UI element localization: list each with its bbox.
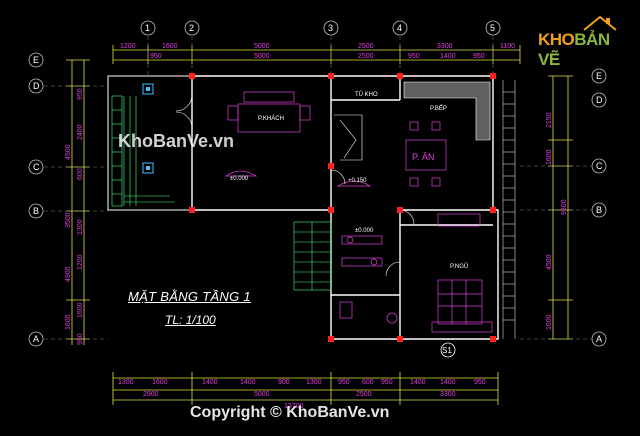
axis-row-left-c: C	[33, 162, 40, 172]
level-hall: +0.150	[348, 178, 367, 184]
dim-top-5: 3300	[437, 43, 453, 50]
axis-row-left-e: E	[33, 55, 39, 65]
dim-bottom2-4: 3300	[440, 391, 456, 398]
dim-bottom-1: 1300	[118, 379, 134, 386]
dim-left-3: 4900	[65, 266, 72, 282]
axis-row-left-d: D	[33, 81, 40, 91]
front-stair	[293, 221, 332, 291]
dim-bottom-7: 950	[338, 379, 350, 386]
dim-top2-4: 950	[408, 53, 420, 60]
dim-bottom-3: 1400	[202, 379, 218, 386]
level-wc: ±0.000	[355, 228, 374, 234]
axis-row-right-c: C	[596, 161, 603, 171]
label-bedroom: P.NGỦ	[450, 263, 468, 270]
dim-bottom-10: 1400	[410, 379, 426, 386]
dim-bottom2-1: 2900	[143, 391, 159, 398]
level-living: ±0.000	[230, 176, 249, 182]
grid-lines	[44, 36, 591, 340]
interior-stair	[334, 114, 363, 161]
dim-bottom2-3: 2500	[356, 391, 372, 398]
dim-bottom2-2: 5000	[254, 391, 270, 398]
dining-table	[405, 121, 447, 187]
dim-left-2: 3500	[65, 212, 72, 228]
axis-row-right-a: A	[596, 334, 602, 344]
kitchen-counter	[403, 81, 491, 141]
balcony-rail	[502, 80, 516, 339]
bedroom-furniture	[431, 213, 493, 333]
label-dining: P. ĂN	[412, 152, 434, 162]
dim-top-6: 1100	[500, 43, 515, 50]
label-living-room: P.KHÁCH	[258, 115, 284, 122]
dim-left-in-2: 2400	[77, 124, 84, 140]
label-kitchen: P.BẾP	[430, 105, 447, 112]
dim-bottom-11: 1400	[440, 379, 456, 386]
row-axes-left	[28, 52, 44, 347]
logo-text-part2: BẢN VẼ	[538, 30, 610, 69]
dim-bottom-5: 900	[278, 379, 290, 386]
logo-house-icon	[583, 15, 617, 31]
logo-text-part1: KHO	[538, 30, 575, 49]
label-storage: TỦ KHO	[355, 91, 378, 98]
dim-top-1: 1200	[120, 43, 136, 50]
dim-left-4: 1600	[65, 314, 72, 330]
logo-text: KHOBẢN VẼ	[538, 30, 630, 70]
row-axes-right	[591, 68, 607, 347]
axis-col-3: 3	[328, 23, 333, 33]
dim-left-in-3: 600	[77, 168, 84, 180]
axis-row-right-e: E	[596, 71, 602, 81]
axis-col-2: 2	[189, 23, 194, 33]
dim-top2-6: 950	[473, 53, 485, 60]
dim-top-3: 5000	[254, 43, 270, 50]
dim-top2-1: 950	[150, 53, 162, 60]
dim-right-4: 1600	[546, 314, 553, 330]
axis-row-right-d: D	[596, 95, 603, 105]
dim-bottom-12: 950	[474, 379, 486, 386]
dim-left-1: 4500	[65, 144, 72, 160]
living-furniture	[224, 91, 372, 187]
dim-right-1: 2150	[546, 112, 553, 128]
doors	[175, 94, 415, 277]
column-axes	[140, 20, 501, 36]
dim-bottom-6: 1300	[306, 379, 322, 386]
axis-row-right-b: B	[596, 205, 602, 215]
dim-top-2: 1600	[162, 43, 178, 50]
drawing-title: MẶT BẰNG TẦNG 1	[128, 289, 251, 304]
dim-left-in-4: 1300	[77, 219, 84, 235]
dim-right-2: 1600	[546, 149, 553, 165]
left-dimension-lines	[66, 59, 90, 345]
dim-top2-3: 2500	[358, 53, 374, 60]
bottom-dimension-lines	[112, 372, 499, 405]
right-dimension-lines	[548, 75, 573, 340]
axis-col-4: 4	[397, 23, 402, 33]
watermark-center: KhoBanVe.vn	[118, 131, 235, 151]
axis-col-5: 5	[490, 23, 495, 33]
dim-bottom-4: 1400	[240, 379, 256, 386]
dim-top2-2: 5000	[254, 53, 270, 60]
wc-fixtures	[339, 235, 398, 324]
dim-left-in-1: 950	[77, 88, 84, 100]
watermark-copyright: Copyright © KhoBanVe.vn	[190, 404, 390, 421]
dim-bottom-total: 13700	[284, 403, 304, 410]
axis-col-1: 1	[145, 23, 150, 33]
axis-row-left-a: A	[33, 334, 39, 344]
dim-right-3: 4500	[546, 254, 553, 270]
section-mark: S1	[440, 342, 456, 358]
dim-left-in-6: 1600	[77, 302, 84, 318]
top-dimension-lines	[112, 45, 521, 64]
brand-logo: KHOBẢN VẼ	[534, 14, 630, 69]
dim-top-4: 2500	[358, 43, 374, 50]
dim-bottom-9: 950	[381, 379, 393, 386]
dim-bottom-2: 1600	[152, 379, 168, 386]
dim-top2-5: 1400	[440, 53, 456, 60]
axis-row-left-b: B	[33, 206, 39, 216]
drawing-scale: TL: 1/100	[165, 313, 216, 327]
section-mark-label: S1	[442, 346, 452, 355]
dim-right-total: 9300	[561, 199, 568, 215]
dim-bottom-8: 600	[362, 379, 374, 386]
structural-columns	[189, 73, 496, 342]
dim-left-in-5: 1200	[77, 254, 84, 270]
